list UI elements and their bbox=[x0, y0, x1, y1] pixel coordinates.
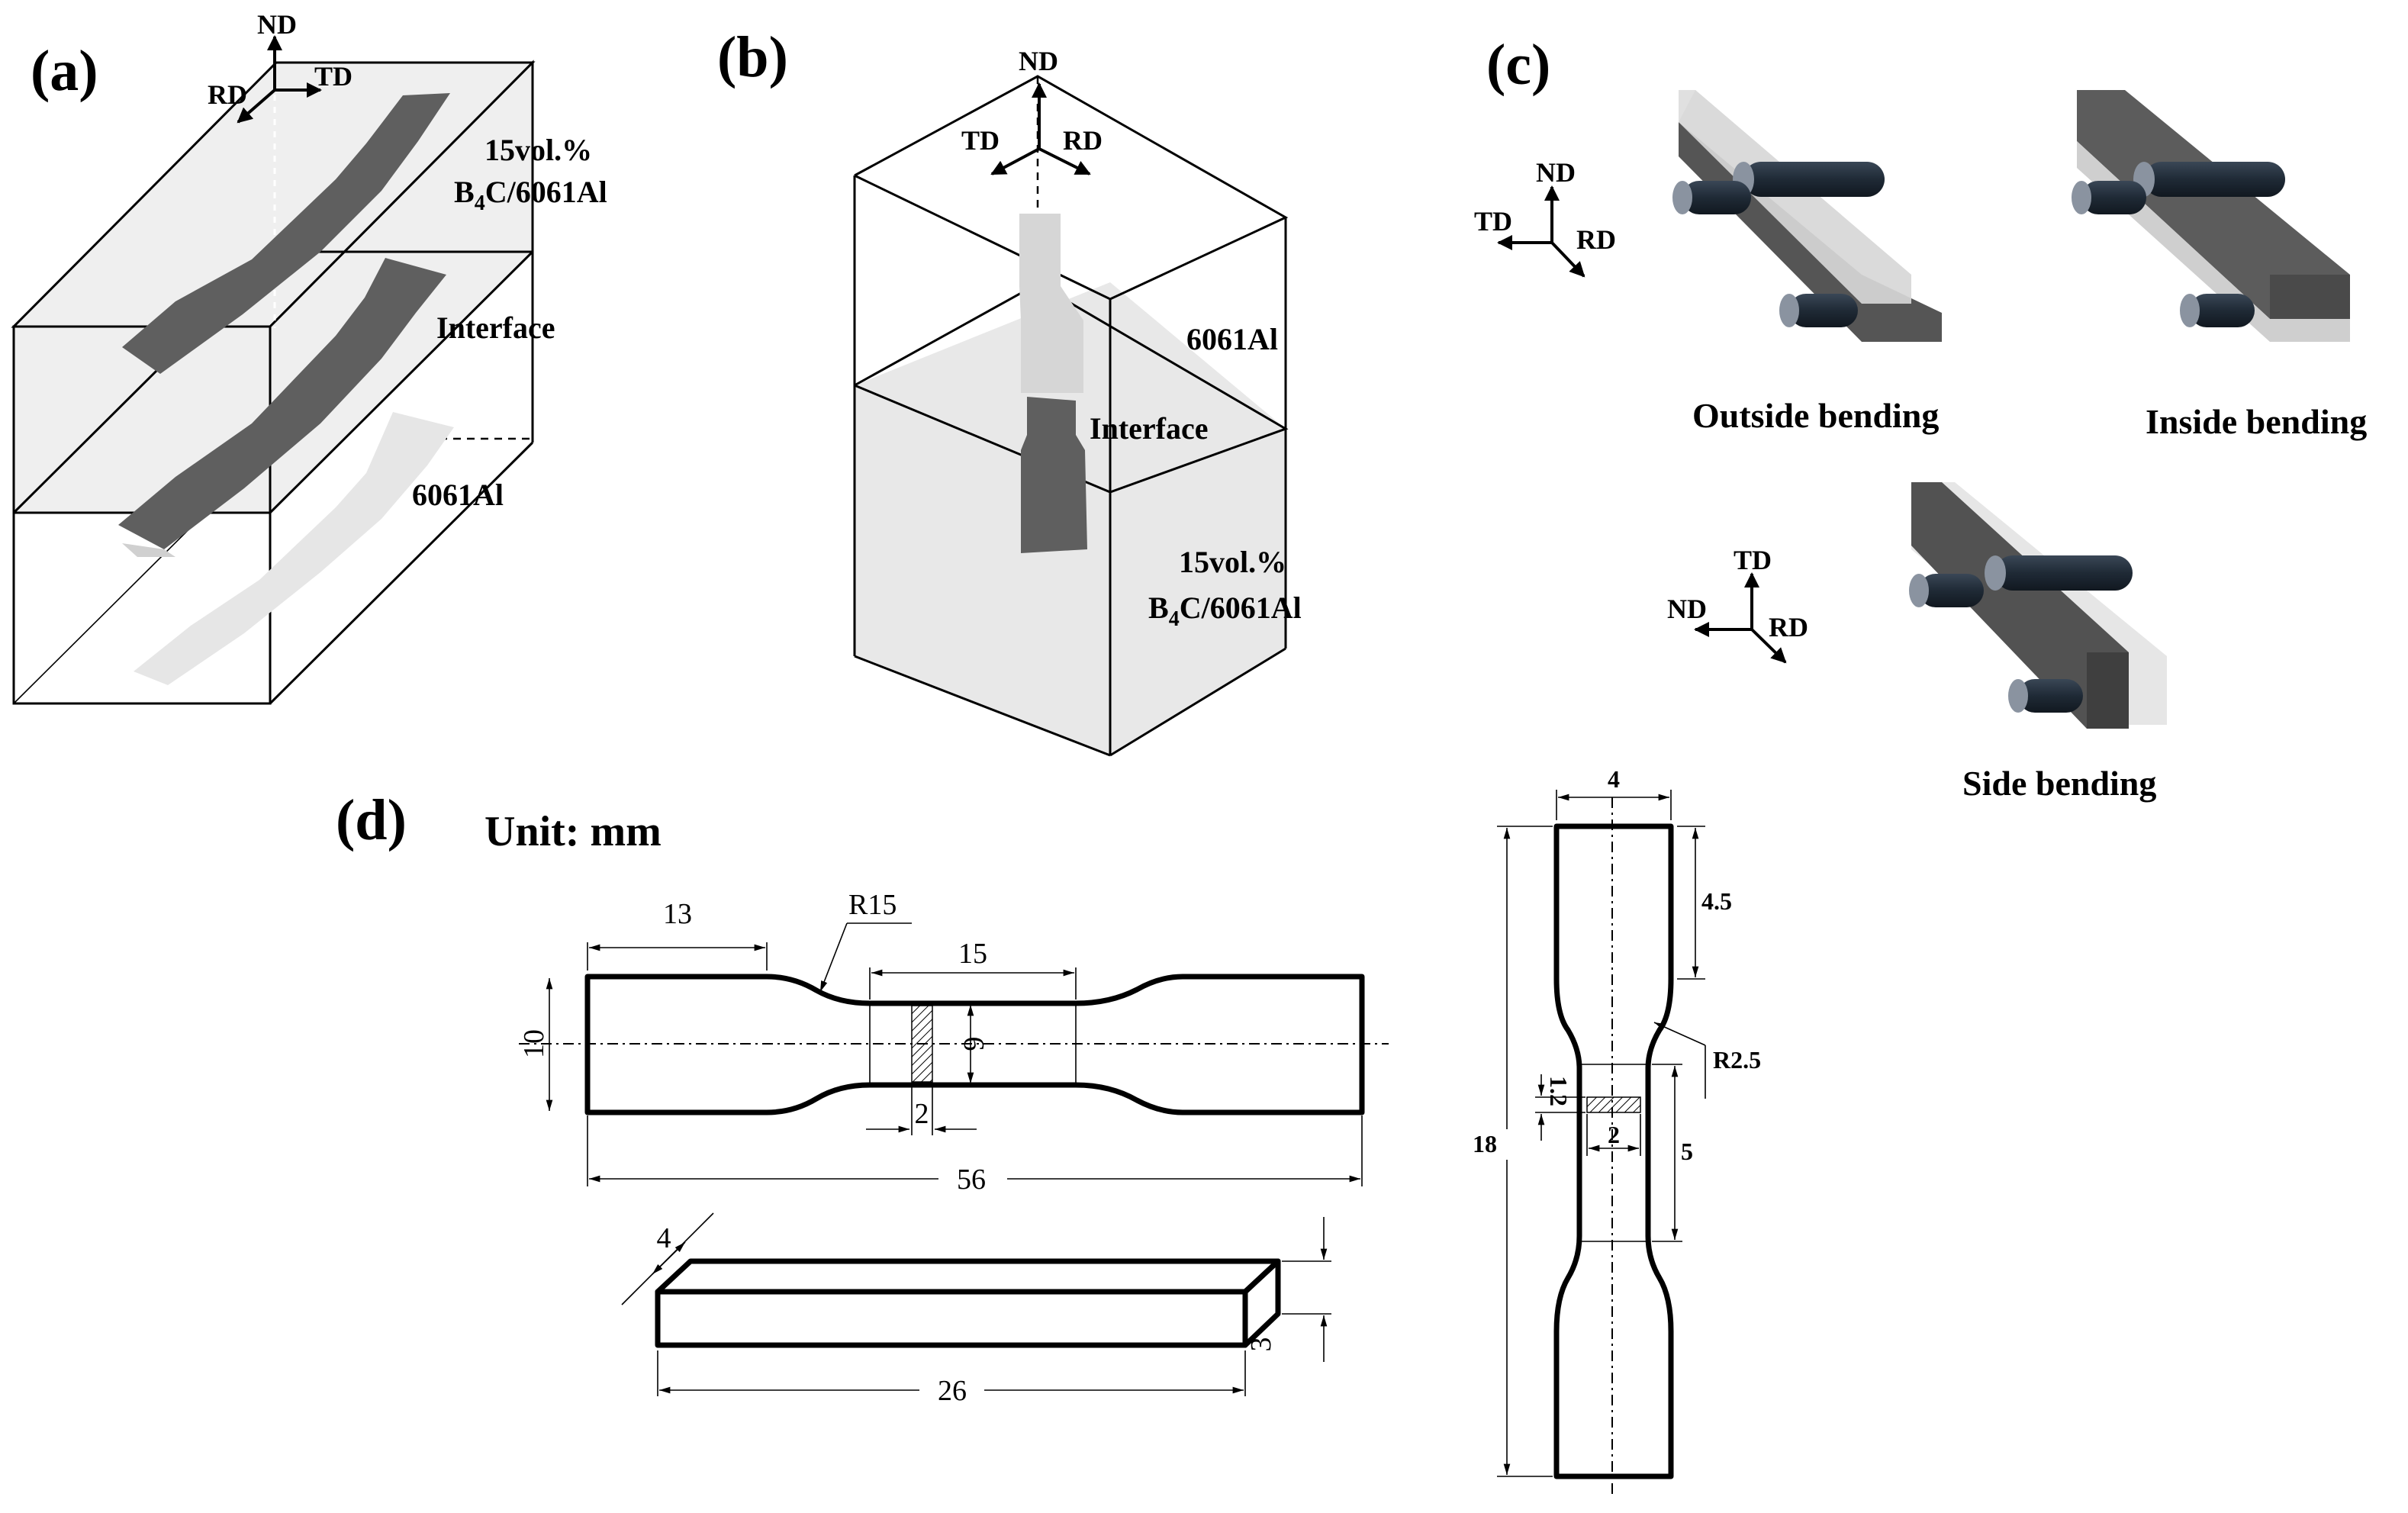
c-axes1-nd: ND bbox=[1536, 157, 1576, 188]
dim-micro-shoulder: 4.5 bbox=[1701, 887, 1732, 915]
unit-label: Unit: mm bbox=[484, 808, 662, 855]
side-bending-setup bbox=[1909, 482, 2167, 729]
inside-bending-setup bbox=[2072, 90, 2350, 342]
inside-roller-left bbox=[2081, 181, 2146, 214]
panel-c-label: (c) bbox=[1486, 33, 1550, 97]
panel-c: (c) ND TD RD Outside bending bbox=[1474, 33, 2367, 803]
b-nd-label: ND bbox=[1019, 46, 1058, 76]
dim-gauge-width: 6 bbox=[958, 1037, 990, 1051]
dim-micro-gauge: 5 bbox=[1681, 1138, 1693, 1165]
dim-width: 10 bbox=[518, 1029, 550, 1058]
b-bottom-material-prefix: B bbox=[1148, 591, 1169, 625]
dim-bar-length: 26 bbox=[938, 1375, 967, 1407]
b-specimen-lower bbox=[1021, 397, 1087, 553]
dim-micro-radius: R2.5 bbox=[1713, 1046, 1761, 1074]
outside-bending-caption: Outside bending bbox=[1692, 396, 1939, 435]
dim-micro-total: 18 bbox=[1473, 1130, 1497, 1157]
c-axes1-td: TD bbox=[1474, 206, 1512, 237]
c-axes2-nd: ND bbox=[1667, 594, 1707, 624]
side-roller-bottom bbox=[2018, 679, 2083, 713]
a-nd-label: ND bbox=[257, 9, 297, 40]
a-bottom-material: 6061Al bbox=[412, 478, 504, 512]
panel-a-label: (a) bbox=[31, 39, 98, 103]
outside-roller-top bbox=[1743, 162, 1885, 197]
specimen-top bbox=[122, 93, 450, 374]
outside-roller-left bbox=[1682, 181, 1751, 214]
c-axes2-td: TD bbox=[1734, 545, 1772, 575]
inside-roller-bottom bbox=[2190, 294, 2255, 327]
outside-roller-bottom bbox=[1789, 294, 1858, 327]
bend-bar-drawing: 4 26 3 bbox=[621, 1212, 1331, 1407]
panel-a: (a) ND TD RD 15vol.% B4C/6061Al Interfac… bbox=[11, 9, 607, 705]
specimen-interface bbox=[118, 258, 446, 549]
panel-d: (d) Unit: mm 13 R15 15 10 bbox=[336, 765, 1761, 1495]
panel-b: (b) ND TD RD 6061Al Interface 15vol.% B4… bbox=[717, 25, 1302, 757]
side-roller-left bbox=[1919, 574, 1984, 607]
micro-specimen-drawing: 4 4.5 R2.5 18 1.2 2 bbox=[1473, 765, 1761, 1495]
a-top-material-sub: 4 bbox=[475, 192, 485, 215]
b-bottom-material: 15vol.% bbox=[1179, 545, 1286, 579]
a-td-label: TD bbox=[314, 61, 353, 92]
svg-text:B4C/6061Al: B4C/6061Al bbox=[454, 175, 607, 215]
inside-bending-caption: Inside bending bbox=[2146, 402, 2367, 441]
tensile-hatch-mark bbox=[911, 1005, 933, 1083]
panel-d-label: (d) bbox=[336, 788, 407, 852]
svg-text:B4C/6061Al: B4C/6061Al bbox=[1148, 591, 1302, 631]
dim-micro-mark-w: 2 bbox=[1608, 1121, 1620, 1148]
b-bottom-material-sub: 4 bbox=[1169, 607, 1180, 631]
side-bending-caption: Side bending bbox=[1962, 764, 2156, 803]
dim-total: 56 bbox=[957, 1164, 986, 1196]
bend-bar-front bbox=[655, 1289, 1248, 1348]
c-axes2-rd: RD bbox=[1769, 612, 1808, 642]
panel-b-label: (b) bbox=[717, 25, 788, 89]
inside-roller-top bbox=[2144, 162, 2285, 197]
dim-bar-depth: 4 bbox=[657, 1222, 671, 1254]
outside-bending-setup bbox=[1672, 90, 1942, 342]
b-top-material: 6061Al bbox=[1186, 322, 1278, 356]
micro-outline bbox=[1553, 823, 1674, 1479]
a-top-material: 15vol.% bbox=[484, 133, 592, 167]
tensile-outline bbox=[584, 974, 1365, 1115]
dim-gauge: 15 bbox=[958, 938, 987, 970]
a-interface-label: Interface bbox=[436, 311, 555, 345]
c-axes1-rd: RD bbox=[1576, 224, 1616, 255]
dim-radius: R15 bbox=[848, 889, 897, 921]
a-top-material-prefix: B bbox=[454, 175, 475, 209]
b-td-label: TD bbox=[961, 125, 1000, 156]
dim-mark: 2 bbox=[915, 1098, 929, 1130]
dim-bar-height: 3 bbox=[1245, 1338, 1277, 1352]
b-specimen-upper bbox=[1019, 214, 1083, 393]
dim-micro-mark-h: 1.2 bbox=[1545, 1076, 1573, 1106]
a-rd-label: RD bbox=[208, 79, 247, 110]
a-top-material-suffix: C/6061Al bbox=[485, 175, 607, 209]
specimen-bottom bbox=[134, 412, 454, 685]
micro-hatch-mark bbox=[1586, 1096, 1641, 1113]
dim-micro-width: 4 bbox=[1608, 765, 1620, 793]
b-interface-label: Interface bbox=[1090, 411, 1208, 446]
side-roller-top bbox=[1995, 555, 2133, 591]
dim-grip: 13 bbox=[663, 898, 692, 930]
tensile-specimen-drawing: 13 R15 15 10 6 2 bbox=[518, 889, 1389, 1196]
b-rd-label: RD bbox=[1063, 125, 1103, 156]
b-bottom-material-suffix: C/6061Al bbox=[1180, 591, 1302, 625]
